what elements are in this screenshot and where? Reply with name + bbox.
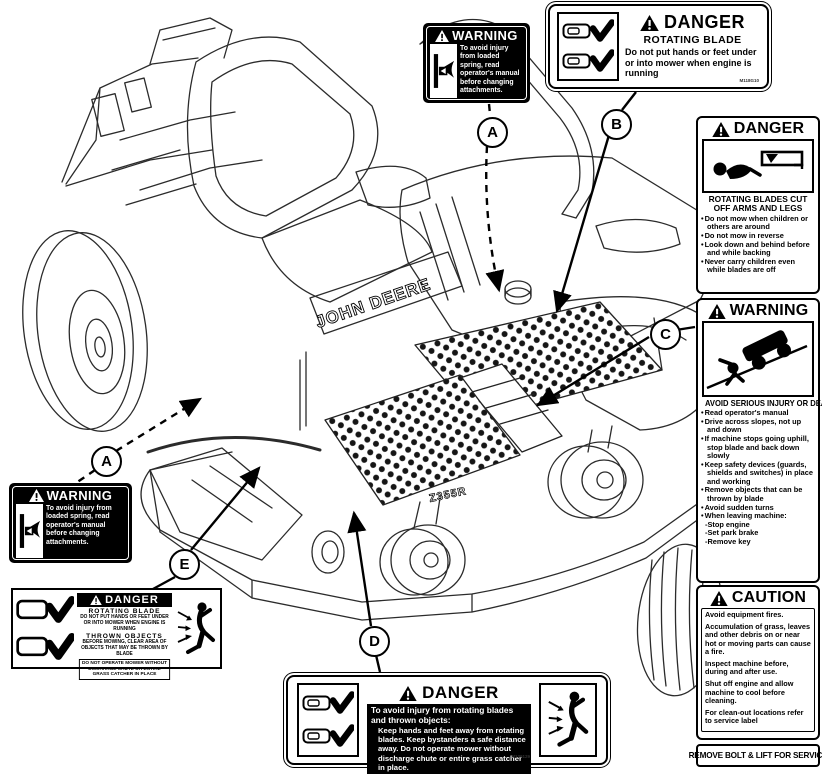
foot-plates bbox=[324, 301, 663, 506]
pinch-point-icon bbox=[16, 504, 43, 558]
service-note-text: REMOVE BOLT & LIFT FOR SERVICE bbox=[688, 751, 822, 760]
bullet-item: Avoid sudden turns bbox=[701, 503, 815, 513]
warning-slope-label: WARNING AVOID SERIOUS INJURY OR DEATH Re… bbox=[696, 298, 822, 583]
danger-triangle-icon bbox=[399, 685, 417, 701]
callout-e: E bbox=[169, 549, 200, 580]
blade-contact-icon bbox=[297, 683, 359, 757]
callout-lines bbox=[75, 91, 696, 673]
danger-header: DANGER bbox=[105, 594, 159, 606]
left-rear-tire bbox=[22, 230, 148, 432]
caution-header: CAUTION bbox=[731, 589, 807, 606]
bullet-item: Read operator's manual bbox=[701, 409, 815, 418]
danger-title-line2: OFF ARMS AND LEGS bbox=[713, 203, 803, 214]
caution-triangle-icon bbox=[710, 590, 728, 606]
bullet-item: Do not mow when children or others are a… bbox=[701, 214, 815, 232]
thrown-objects-runner-icon bbox=[539, 683, 597, 757]
warning-header: WARNING bbox=[729, 302, 809, 319]
warning-triangle-icon bbox=[707, 303, 726, 319]
danger-blades-thrown-label: DANGER To avoid injury from rotating bla… bbox=[286, 675, 608, 774]
danger-title: ROTATING BLADE bbox=[643, 34, 742, 46]
callout-a-left: A bbox=[91, 446, 122, 477]
caution-fire-label: CAUTION Avoid equipment fires. Accumulat… bbox=[696, 585, 820, 740]
danger-intro-text: To avoid injury from rotating blades and… bbox=[371, 705, 514, 725]
callout-a-top: A bbox=[477, 117, 508, 148]
danger-body-text: Do not put hands or feet under or into m… bbox=[625, 47, 757, 79]
warning-triangle-icon bbox=[435, 29, 450, 42]
danger-backover-label: DANGER ROTATING BLADES CUT OFF ARMS AND … bbox=[696, 116, 820, 294]
warning-header: WARNING bbox=[452, 28, 518, 43]
blade-contact-icon bbox=[557, 12, 619, 81]
danger-header: DANGER bbox=[733, 120, 805, 137]
callout-line-a-top bbox=[485, 103, 505, 293]
label-part-code: M139129 bbox=[511, 754, 530, 759]
slope-tipover-icon bbox=[702, 321, 814, 397]
warning-body-text: To avoid injury from loaded spring, read… bbox=[46, 505, 112, 546]
thrown-objects-runner-icon bbox=[175, 593, 217, 664]
mower-deck bbox=[140, 317, 709, 621]
callout-letter: C bbox=[660, 326, 671, 343]
backover-child-icon bbox=[702, 139, 814, 193]
caution-paragraph: Accumulation of grass, leaves and other … bbox=[705, 621, 811, 657]
callout-b: B bbox=[601, 109, 632, 140]
right-caster-wheel bbox=[547, 425, 644, 519]
brand-text: JOHN DEERE bbox=[313, 275, 433, 332]
danger-triangle-icon bbox=[90, 595, 102, 605]
section-body: BEFORE MOWING, CLEAR AREA OF OBJECTS THA… bbox=[81, 639, 168, 657]
danger-body-text: Keep hands and feet away from rotating b… bbox=[378, 726, 526, 772]
caution-paragraph: For clean-out locations refer to service… bbox=[705, 707, 804, 726]
callout-c: C bbox=[650, 319, 681, 350]
callout-line-d bbox=[347, 510, 382, 673]
callout-letter: A bbox=[487, 124, 498, 141]
gauge-wheel bbox=[311, 530, 345, 574]
bullet-item: Never carry children even while blades a… bbox=[701, 257, 815, 275]
callout-letter: B bbox=[611, 116, 622, 133]
blade-contact-icon bbox=[16, 593, 74, 664]
boxed-note: DO NOT OPERATE MOWER WITHOUT DISCHARGE C… bbox=[78, 659, 171, 680]
caution-paragraph: Inspect machine before, during and after… bbox=[705, 658, 789, 677]
warning-title: AVOID SERIOUS INJURY OR DEATH bbox=[704, 399, 822, 408]
danger-triangle-icon bbox=[640, 14, 659, 31]
danger-header: DANGER bbox=[422, 683, 499, 702]
caution-paragraph: Avoid equipment fires. bbox=[705, 610, 784, 619]
callout-line-e bbox=[152, 466, 261, 591]
remove-bolt-service-label: REMOVE BOLT & LIFT FOR SERVICE bbox=[689, 744, 822, 767]
frame-front-section bbox=[61, 17, 263, 206]
section-title: ROTATING BLADE bbox=[88, 608, 161, 615]
seat bbox=[186, 36, 433, 303]
sub-item: -Remove key bbox=[705, 536, 751, 546]
bullet-item: Drive across slopes, not up and down bbox=[701, 417, 815, 435]
sub-item: -Stop engine bbox=[705, 519, 750, 529]
warning-triangle-icon bbox=[28, 489, 44, 502]
bullet-item: Do not mow in reverse bbox=[701, 231, 815, 241]
label-part-code: M118G10 bbox=[739, 78, 759, 83]
callout-d: D bbox=[359, 626, 390, 657]
bullet-item: If machine stops going uphill, stop blad… bbox=[701, 434, 815, 461]
warning-spring-label-top: WARNING To avoid injury from loaded spri… bbox=[423, 23, 530, 103]
bullet-item: Keep safety devices (guards, shields and… bbox=[701, 460, 815, 487]
callout-line-b bbox=[553, 91, 637, 314]
danger-triangle-icon bbox=[712, 121, 730, 137]
bullet-item: Look down and behind before and while ba… bbox=[701, 240, 815, 258]
bullet-item: When leaving machine: bbox=[701, 512, 815, 521]
section-body: DO NOT PUT HANDS OR FEET UNDER OR INTO M… bbox=[80, 614, 169, 632]
warning-spring-label-left: WARNING To avoid injury from loaded spri… bbox=[9, 483, 132, 563]
section-title: THROWN OBJECTS bbox=[86, 633, 163, 641]
sub-item: -Set park brake bbox=[705, 528, 759, 538]
callout-line-a-left bbox=[75, 397, 203, 484]
warning-header: WARNING bbox=[46, 488, 113, 503]
callout-letter: E bbox=[179, 556, 190, 573]
deck-model-text: Z355R bbox=[428, 485, 468, 505]
danger-title-line1: ROTATING BLADES CUT bbox=[708, 194, 808, 204]
left-caster-wheel bbox=[379, 497, 466, 596]
caution-paragraph: Shut off engine and allow machine to coo… bbox=[705, 679, 794, 706]
danger-thrown-objects-compact-label: DANGER ROTATING BLADE DO NOT PUT HANDS O… bbox=[11, 588, 222, 680]
danger-header: DANGER bbox=[663, 12, 745, 32]
danger-rotating-blade-label: DANGER ROTATING BLADE Do not put hands o… bbox=[548, 4, 769, 89]
callout-letter: D bbox=[369, 633, 380, 650]
warning-body-text: To avoid injury from loaded spring, read… bbox=[460, 45, 520, 95]
bullet-item: Remove objects that can be thrown by bla… bbox=[701, 486, 815, 503]
callout-letter: A bbox=[101, 453, 112, 470]
pinch-point-icon bbox=[430, 44, 457, 98]
